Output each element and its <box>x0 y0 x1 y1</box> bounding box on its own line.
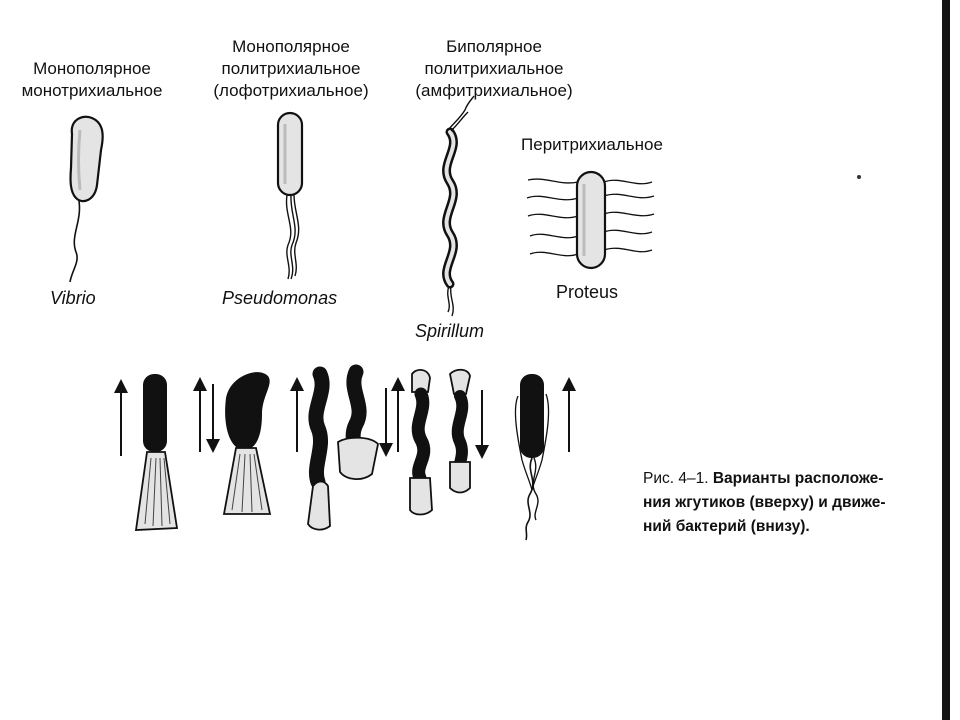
pseudomonas-flagella <box>285 194 300 280</box>
motile-bacterium-3 <box>307 366 331 531</box>
label-peritrichous: Перитрихиальное <box>496 134 688 156</box>
caption-line-2: ния жгутиков (вверху) и движе- <box>643 494 886 511</box>
scan-edge-bar <box>942 0 950 720</box>
label-monopolar-monotrichous: Монополярное монотрихиальное <box>3 58 181 102</box>
bacteria-illustration <box>69 95 655 541</box>
label-line: Монополярное <box>33 59 151 78</box>
motile-bacterium-7 <box>514 374 550 541</box>
species-spirillum: Spirillum <box>415 321 485 341</box>
label-line: политрихиальное <box>221 59 361 78</box>
proteus-flagella <box>526 178 655 257</box>
proteus-cell <box>575 170 607 270</box>
caption-line-3: ний бактерий (внизу). <box>643 518 810 535</box>
species-proteus: Proteus <box>556 282 619 302</box>
scan-speck <box>857 175 861 179</box>
label-line: Биполярное <box>446 37 542 56</box>
species-pseudomonas: Pseudomonas <box>222 288 338 308</box>
spirillum-cell-core <box>444 130 456 286</box>
vibrio-cell <box>69 115 104 203</box>
motile-bacterium-5 <box>409 369 433 516</box>
label-lophotrichous: Монополярное политрихиальное (лофотрихиа… <box>193 36 389 102</box>
pseudomonas-cell <box>276 111 304 197</box>
label-line: (амфитрихиальное) <box>415 81 573 100</box>
motile-bacterium-1 <box>134 374 179 531</box>
label-amphitrichous: Биполярное политрихиальное (амфитрихиаль… <box>396 36 592 102</box>
motile-bacterium-6 <box>449 368 471 494</box>
label-line: Монополярное <box>232 37 350 56</box>
species-vibrio: Vibrio <box>50 288 96 308</box>
caption-number: Рис. 4–1. <box>643 470 709 487</box>
figure-caption: Рис. 4–1. Варианты расположе- ния жгутик… <box>643 467 943 539</box>
motile-bacterium-2 <box>222 372 272 515</box>
spirillum-flagella <box>447 95 475 317</box>
motile-bacterium-4 <box>337 364 379 480</box>
label-line: (лофотрихиальное) <box>213 81 369 100</box>
vibrio-flagellum <box>69 200 81 283</box>
label-line: политрихиальное <box>424 59 564 78</box>
label-line: монотрихиальное <box>21 81 163 100</box>
caption-line-1: Варианты расположе- <box>712 470 884 487</box>
label-line: Перитрихиальное <box>521 135 663 154</box>
